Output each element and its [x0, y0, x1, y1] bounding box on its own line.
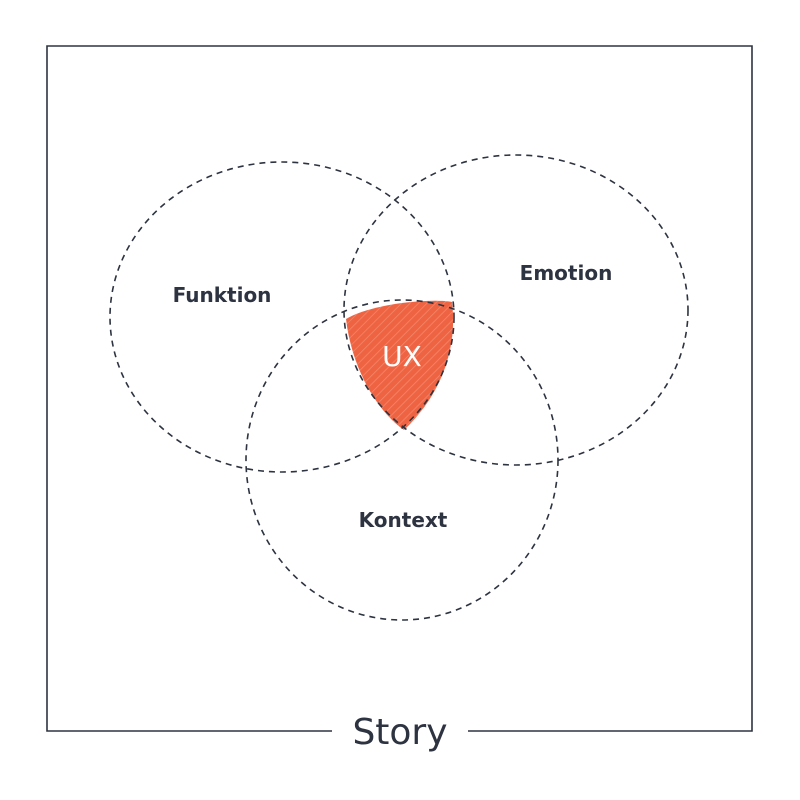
- label-funktion: Funktion: [173, 283, 272, 307]
- label-emotion: Emotion: [520, 261, 613, 285]
- ux-intersection: [346, 300, 454, 430]
- circle-funktion: [109, 161, 455, 473]
- circle-kontext: [245, 299, 559, 621]
- label-story: Story: [352, 712, 447, 753]
- label-ux: UX: [382, 340, 422, 373]
- story-frame: [46, 45, 753, 732]
- circle-emotion: [343, 154, 689, 466]
- label-kontext: Kontext: [359, 508, 448, 532]
